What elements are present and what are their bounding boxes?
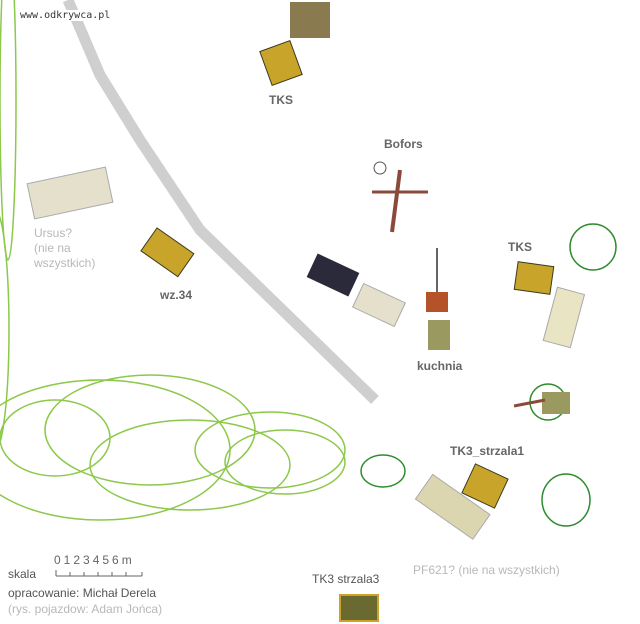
vehicle-trailer	[351, 282, 407, 328]
vehicles	[26, 2, 586, 622]
vehicle-tk3-1	[461, 463, 509, 509]
label-ursus: Ursus?	[34, 226, 73, 240]
crater-rings	[0, 0, 346, 521]
label-kuchnia: kuchnia	[417, 359, 463, 373]
scale-ticks: 0123456m	[54, 553, 135, 567]
vehicle-tks-top	[259, 39, 303, 87]
vehicle-kuchnia-body	[428, 320, 450, 350]
scale-label: skala	[8, 567, 37, 581]
author-credit: opracowanie: Michał Derela	[8, 586, 157, 600]
label-ursus-note2: wszystkich)	[34, 256, 96, 270]
vehicle-bofors-wheel	[373, 161, 387, 175]
vehicle-tk3-3	[339, 594, 379, 622]
label-tk3-strzala3: TK3 strzala3	[312, 572, 380, 586]
vehicle-pale	[542, 286, 586, 349]
vehicle-top-cluster	[290, 2, 330, 38]
scale-bar	[55, 570, 143, 577]
drawings-credit: (rys. pojazdow: Adam Jońca)	[8, 602, 163, 616]
vehicle-kuchnia	[426, 292, 448, 312]
road	[62, 0, 379, 404]
label-pf621: PF621? (nie na wszystkich)	[413, 563, 560, 577]
vehicle-bofors-barrel	[390, 169, 402, 233]
label-ursus-note1: (nie na	[34, 241, 71, 255]
label-bofors: Bofors	[384, 137, 423, 151]
vehicle-wz34	[140, 227, 195, 278]
vehicle-pf621	[414, 473, 491, 540]
vehicle-gun	[542, 392, 570, 414]
label-tks-right: TKS	[508, 240, 532, 254]
label-tk3-strzala1: TK3_strzala1	[450, 444, 525, 458]
watermark: www.odkrywca.pl	[18, 10, 113, 21]
vehicle-gun-barrel	[513, 398, 546, 408]
vehicle-ursus	[26, 166, 114, 220]
vehicle-dark-car	[306, 253, 360, 297]
label-tks-top: TKS	[269, 93, 293, 107]
vehicle-tks-right	[513, 261, 555, 295]
label-wz34: wz.34	[160, 288, 193, 302]
